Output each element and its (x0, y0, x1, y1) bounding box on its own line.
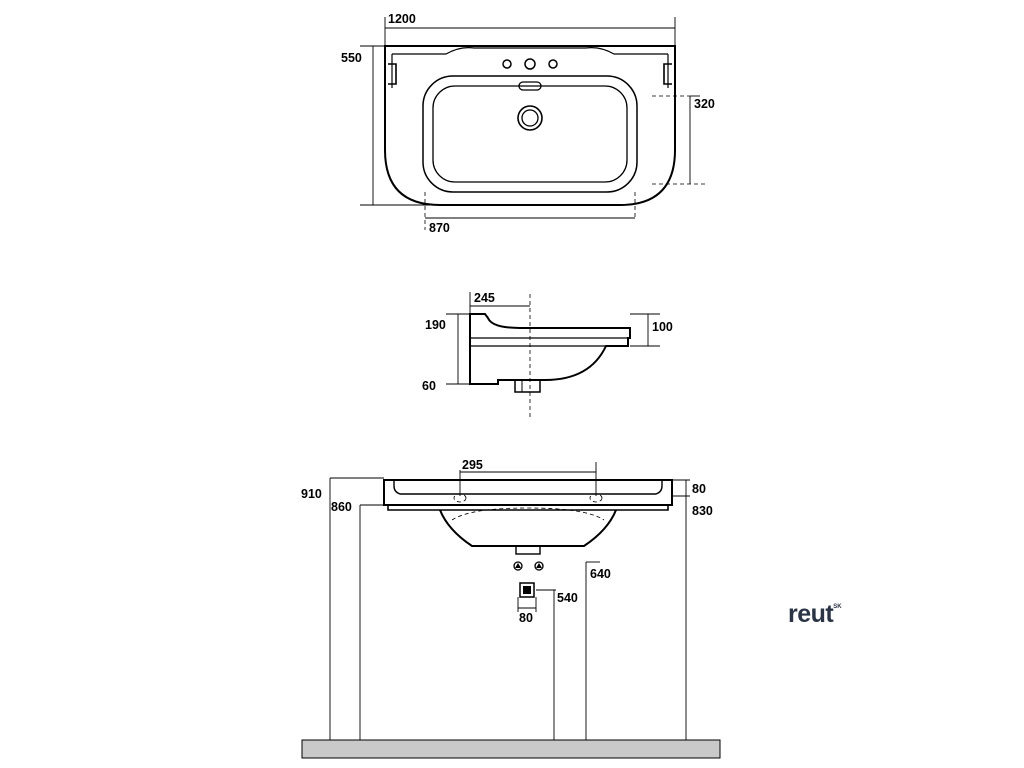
brand-suffix: SK (833, 604, 842, 610)
supply-valve-left (513, 561, 523, 571)
brand-logo: reutSK (788, 600, 842, 629)
dim-295: 295 (462, 458, 483, 472)
dim-540: 540 (557, 591, 578, 605)
floor (301, 739, 721, 759)
tap-hole-center (524, 58, 536, 70)
dim-80-waste: 80 (519, 611, 533, 625)
basin-outline-top (384, 45, 676, 206)
dim-860: 860 (331, 500, 352, 514)
drain-inner (521, 109, 539, 127)
brand-name: reut (788, 600, 834, 628)
supply-valve-right (534, 561, 544, 571)
basin-profile (469, 313, 631, 385)
dim-100: 100 (652, 320, 673, 334)
dim-80-rim: 80 (692, 482, 706, 496)
tap-hole-right (548, 59, 558, 69)
dim-550: 550 (341, 51, 362, 65)
basin-front (383, 479, 673, 506)
top-view: 1200 550 320 870 (341, 12, 715, 235)
dim-60: 60 (422, 379, 436, 393)
dim-640: 640 (590, 567, 611, 581)
dim-190: 190 (425, 318, 446, 332)
dim-320: 320 (694, 97, 715, 111)
dim-910: 910 (301, 487, 322, 501)
dim-870: 870 (429, 221, 450, 235)
front-view: 295 910 860 80 830 640 (301, 458, 721, 759)
bowl-outer-top (422, 75, 638, 193)
overflow-slot (518, 81, 542, 91)
tap-hole-left (502, 59, 512, 69)
dim-245: 245 (474, 291, 495, 305)
drain-outer (517, 105, 543, 131)
side-view: 245 190 60 100 (422, 291, 673, 420)
waste-outlet (519, 582, 535, 598)
dim-830: 830 (692, 504, 713, 518)
bowl-inner-top (432, 85, 628, 183)
dim-1200: 1200 (388, 12, 416, 26)
